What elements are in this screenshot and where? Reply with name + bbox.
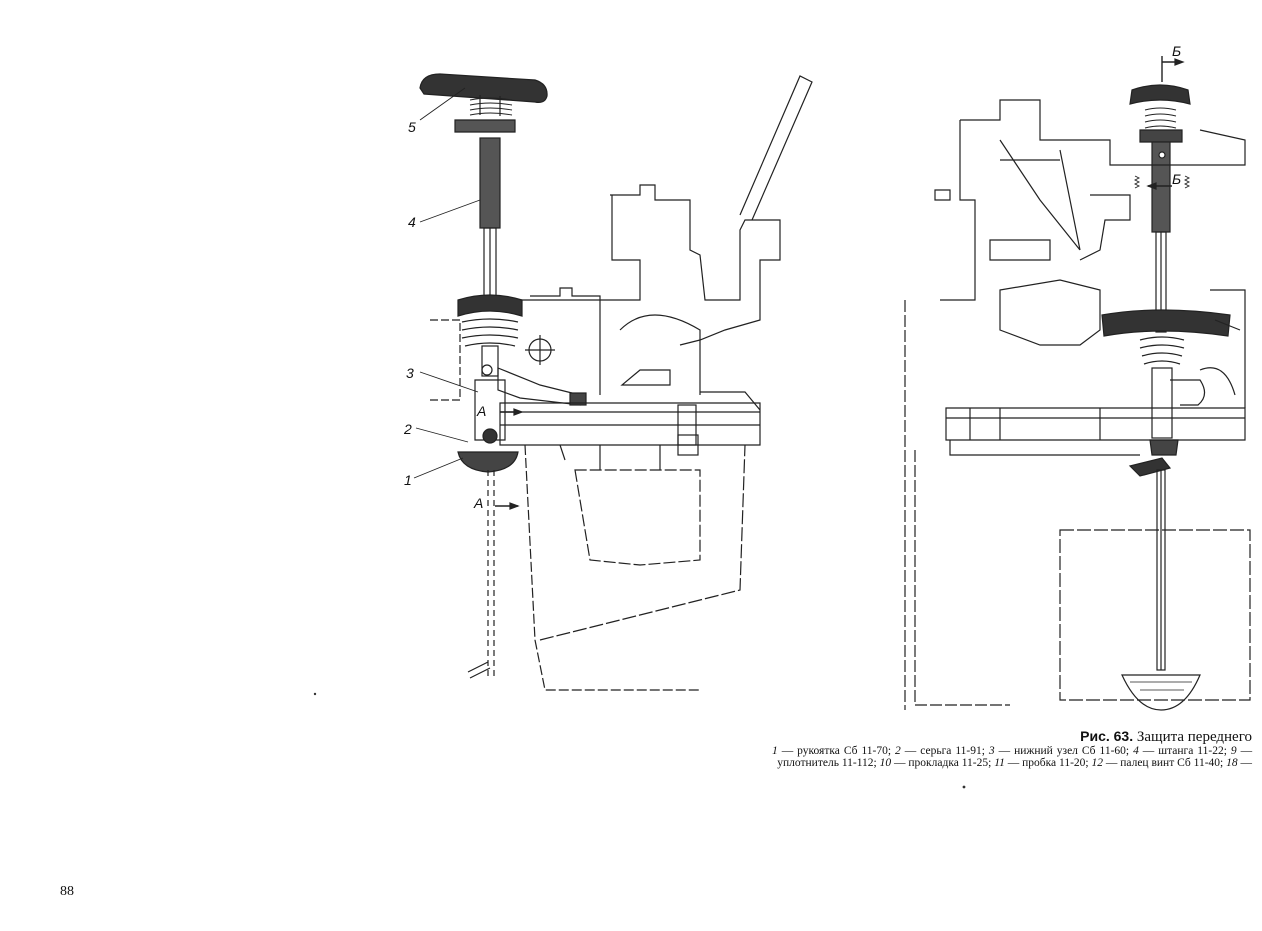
top-handle	[419, 73, 548, 103]
legend-item: 1 — рукоятка Сб 11-70;	[772, 745, 892, 757]
top-spring	[469, 97, 513, 116]
figure-title: Защита переднего	[1136, 729, 1252, 745]
legend-item: 12 — палец винт Сб 11-40;	[1091, 757, 1224, 769]
bottom-handle	[457, 451, 519, 473]
middle-bellows	[457, 294, 523, 347]
legend-item: 4 — штанга 11-22;	[1133, 745, 1227, 757]
callout-5: 5	[408, 119, 416, 135]
legend-item: 11 — пробка 11-20;	[994, 757, 1089, 769]
figure-legend: 1 — рукоятка Сб 11-70; 2 — серьга 11-91;…	[772, 745, 1252, 769]
legend-item: 10 — прокладка 11-25;	[879, 757, 992, 769]
section-b-top: Б	[1172, 43, 1181, 59]
right-view	[904, 56, 1251, 711]
figure-number: Рис. 63.	[1080, 728, 1134, 744]
legend-item: 2 — серьга 11-91;	[895, 745, 985, 757]
legend-item: 18 —	[1226, 757, 1252, 769]
section-b-mid: Б	[1172, 171, 1181, 187]
callout-4: 4	[408, 214, 416, 230]
callout-2: 2	[403, 421, 412, 437]
figure-caption: Рис. 63. Защита переднего	[772, 727, 1252, 746]
rod-4	[479, 137, 501, 229]
page-number: 88	[60, 884, 74, 899]
legend-item: 9 — уплотнитель 11-112;	[777, 745, 1253, 769]
legend-item: 3 — нижний узел Сб 11-60;	[988, 745, 1130, 757]
callout-1: 1	[404, 472, 412, 488]
right-top-handle	[1129, 84, 1191, 105]
callout-3: 3	[406, 365, 414, 381]
section-a-top: А	[476, 403, 486, 419]
left-view	[413, 73, 813, 691]
section-a-bottom: А	[473, 495, 483, 511]
